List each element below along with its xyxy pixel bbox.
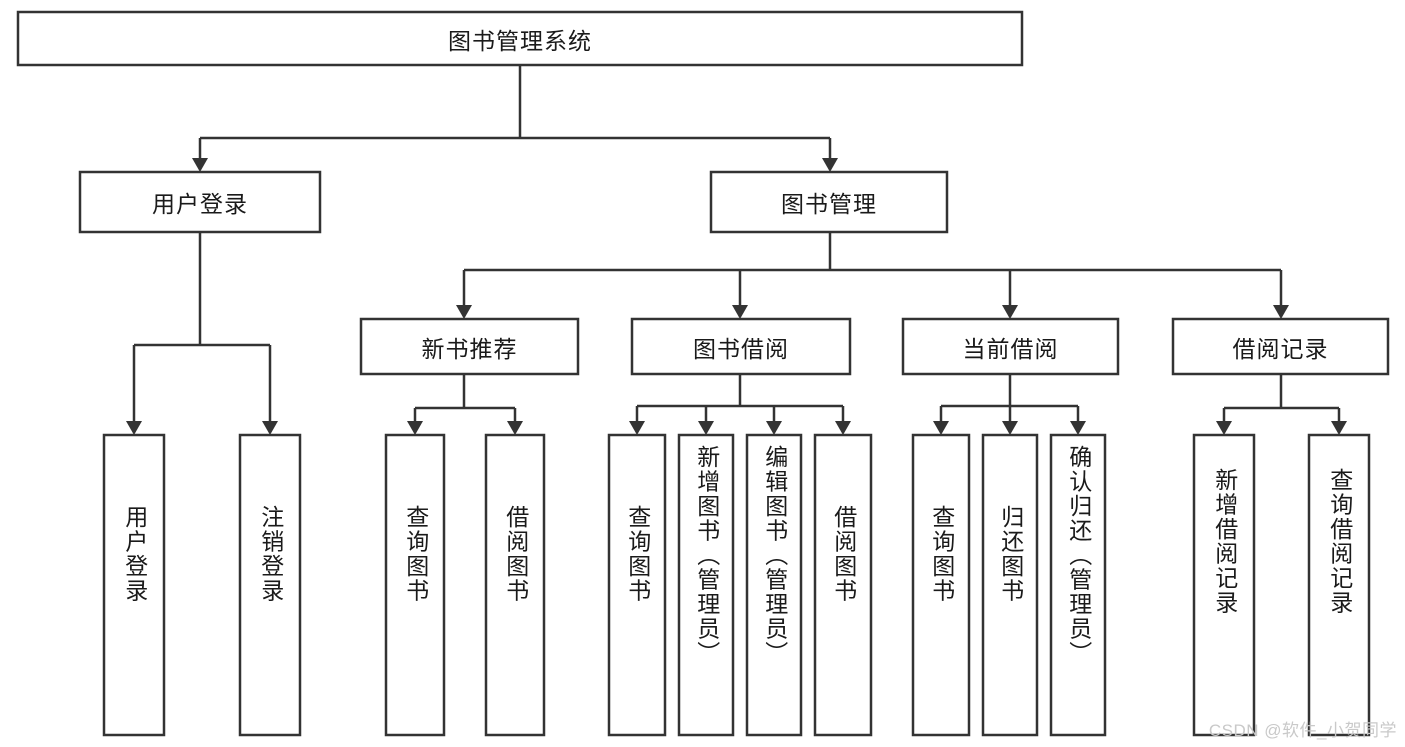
- node-box-leaf-add-book[interactable]: [677, 433, 735, 737]
- arrowhead-leaf-user-login: [126, 421, 142, 435]
- node-box-leaf-query-book-3[interactable]: [911, 433, 971, 737]
- arrowhead-current-borrow: [1002, 305, 1018, 319]
- arrowhead-borrow-record: [1273, 305, 1289, 319]
- arrowhead-new-book-recommend: [456, 305, 472, 319]
- node-box-user-login[interactable]: [78, 170, 322, 234]
- arrowhead-leaf-return-book: [1002, 421, 1018, 435]
- node-box-leaf-user-login[interactable]: [102, 433, 166, 737]
- connector-layer: [126, 65, 1347, 435]
- node-box-root[interactable]: [16, 10, 1024, 67]
- arrowhead-leaf-user-logout: [262, 421, 278, 435]
- node-box-leaf-return-book[interactable]: [981, 433, 1039, 737]
- arrowhead-leaf-confirm-return: [1070, 421, 1086, 435]
- node-box-book-borrow[interactable]: [630, 317, 852, 376]
- arrowhead-leaf-query-book-3: [933, 421, 949, 435]
- node-box-leaf-user-logout[interactable]: [238, 433, 302, 737]
- node-box-leaf-query-record[interactable]: [1307, 433, 1371, 737]
- node-box-book-management[interactable]: [709, 170, 949, 234]
- node-box-current-borrow[interactable]: [901, 317, 1120, 376]
- arrowhead-leaf-borrow-book-1: [507, 421, 523, 435]
- arrowhead-leaf-add-record: [1216, 421, 1232, 435]
- arrowhead-leaf-edit-book: [766, 421, 782, 435]
- csdn-watermark: CSDN @软件_小贺同学: [1208, 721, 1397, 740]
- node-box-leaf-add-record[interactable]: [1192, 433, 1256, 737]
- node-box-leaf-borrow-book-2[interactable]: [813, 433, 873, 737]
- node-box-layer: [16, 10, 1390, 737]
- arrowhead-leaf-query-book-2: [629, 421, 645, 435]
- node-box-leaf-confirm-return[interactable]: [1049, 433, 1107, 737]
- arrowhead-leaf-query-book-1: [407, 421, 423, 435]
- arrowhead-root-to-book-management: [822, 158, 838, 172]
- arrowhead-leaf-borrow-book-2: [835, 421, 851, 435]
- node-box-leaf-borrow-book-1[interactable]: [484, 433, 546, 737]
- node-box-leaf-query-book-2[interactable]: [607, 433, 667, 737]
- arrowhead-book-borrow: [732, 305, 748, 319]
- arrowhead-leaf-add-book: [698, 421, 714, 435]
- node-box-leaf-edit-book[interactable]: [745, 433, 803, 737]
- arrowhead-root-to-user-login: [192, 158, 208, 172]
- node-box-borrow-record[interactable]: [1171, 317, 1390, 376]
- arrowhead-leaf-query-record: [1331, 421, 1347, 435]
- node-box-leaf-query-book-1[interactable]: [384, 433, 446, 737]
- node-box-new-book-recommend[interactable]: [359, 317, 580, 376]
